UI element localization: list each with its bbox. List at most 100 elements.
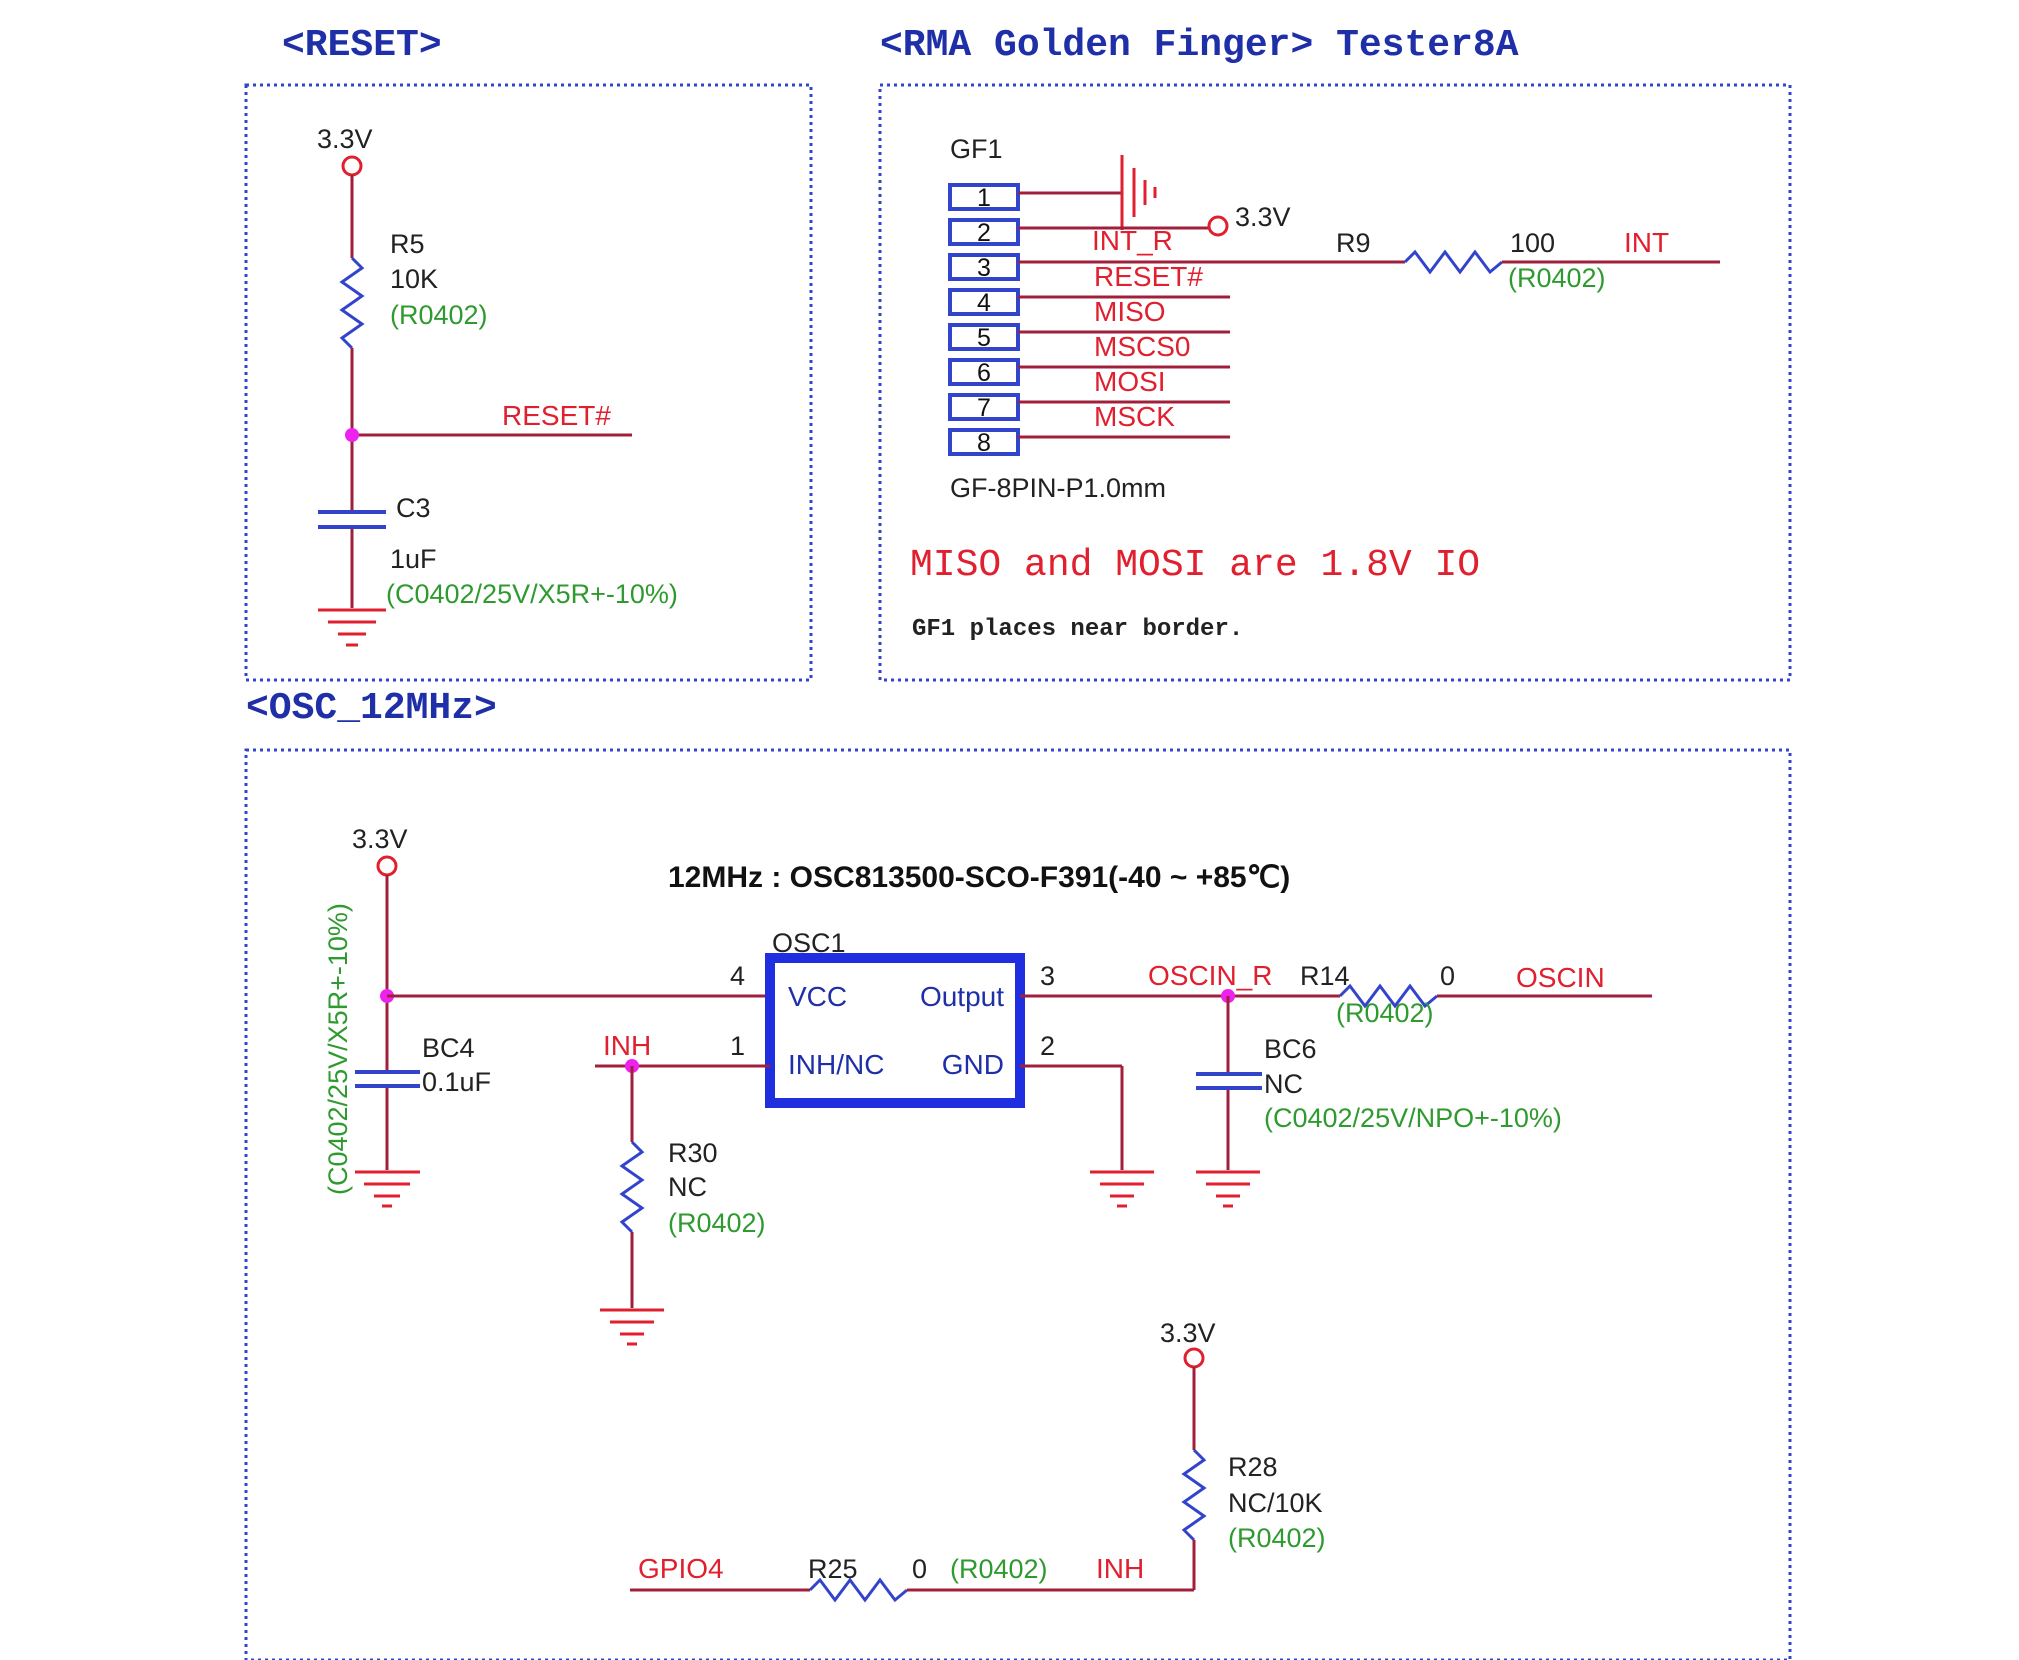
r14-value: 0 [1440,961,1455,991]
ground-icon [1196,1170,1260,1208]
gf1-pin-number: 7 [977,394,991,422]
osc1-chip [765,953,1025,1108]
r5-value: 10K [390,264,438,294]
r9-package: (R0402) [1508,263,1606,293]
r25-package: (R0402) [950,1554,1048,1584]
osc1-pin-gnd: GND [942,1049,1004,1080]
gf1-pin-box [948,428,1020,456]
r30-value: NC [668,1172,707,1202]
c3-package: (C0402/25V/X5R+-10%) [386,579,678,609]
mscs0-net-label: MSCS0 [1094,331,1190,362]
r14-resistor [1338,983,1438,1009]
reset-section: <RESET> 3.3V R5 10K (R0402) RESET# C3 1u… [244,24,813,682]
bc6-value: NC [1264,1069,1303,1099]
r25-ref: R25 [808,1554,858,1584]
r5-package: (R0402) [390,300,488,330]
bc4-value: 0.1uF [422,1067,491,1097]
c3-value: 1uF [390,544,437,574]
inh-bottom-net-label: INH [1096,1553,1144,1584]
r9-ref: R9 [1336,228,1371,258]
gf1-pin-box [948,183,1020,211]
ground-icon [318,608,386,647]
r14-ref: R14 [1300,961,1350,991]
r30-resistor [619,1140,645,1234]
r28-value: NC/10K [1228,1488,1323,1518]
r25-value: 0 [912,1554,927,1584]
gf1-pin-box [948,323,1020,351]
reset-section-title: <RESET> [282,24,442,67]
osc-power-symbol [376,855,398,877]
osc-power-label: 3.3V [352,824,408,854]
gf1-footprint: GF-8PIN-P1.0mm [950,473,1166,503]
r28-ref: R28 [1228,1452,1278,1482]
osc-section-title: <OSC_12MHz> [246,687,497,730]
osc1-pin-number-4: 4 [730,961,745,991]
gf1-connector: 1 2 3 4 5 6 7 8 [948,183,1020,457]
r9-resistor [1403,249,1503,275]
r5-resistor [339,256,365,350]
osc1-pin-number-3: 3 [1040,961,1055,991]
c3-ref: C3 [396,493,431,523]
osc-bottom-power-label: 3.3V [1160,1318,1216,1348]
r30-package: (R0402) [668,1208,766,1238]
osc1-pin-inh: INH/NC [788,1049,884,1080]
gf1-pin-number: 3 [977,254,991,282]
gf1-pin-box [948,393,1020,421]
reset-junction [345,428,359,442]
osc1-pin-output: Output [920,981,1004,1012]
bc6-ref: BC6 [1264,1034,1317,1064]
bc6-package: (C0402/25V/NPO+-10%) [1264,1103,1562,1133]
osc-section-border [244,748,1792,1660]
reset-power-symbol [341,155,363,177]
osc-section: <OSC_12MHz> 12MHz : OSC813500-SCO-F391(-… [244,687,1792,1660]
gf1-pin-number: 2 [977,219,991,247]
msck-net-label: MSCK [1094,401,1175,432]
gf1-pin-number: 6 [977,359,991,387]
gf1-pin-box [948,253,1020,281]
r14-package: (R0402) [1336,998,1434,1028]
gpio4-net-label: GPIO4 [638,1553,724,1584]
oscin-net-label: OSCIN [1516,962,1605,993]
r25-resistor [808,1577,908,1603]
gf1-pin-number: 1 [977,184,991,212]
rma-section: <RMA Golden Finger> Tester8A GF1 1 2 3 4… [878,24,1792,682]
placement-note: GF1 places near border. [912,616,1243,643]
reset-net-label: RESET# [1094,261,1203,292]
gf1-pin-box [948,218,1020,246]
osc1-pin-vcc: VCC [788,981,847,1012]
rma-power-label: 3.3V [1235,202,1291,232]
gf1-pin-number: 8 [977,429,991,457]
int-r-net-label: INT_R [1092,225,1173,256]
reset-net-label: RESET# [502,400,611,431]
osc1-pin-number-1: 1 [730,1031,745,1061]
bc4-ref: BC4 [422,1033,475,1063]
gf1-pin-box [948,358,1020,386]
inh-net-label: INH [603,1030,651,1061]
rma-section-border [878,83,1792,682]
gf1-pin-number: 4 [977,289,991,317]
rma-section-title: <RMA Golden Finger> Tester8A [880,24,1519,67]
bc4-package: (C0402/25V/X5R+-10%) [323,903,353,1195]
osc1-pin-number-2: 2 [1040,1031,1055,1061]
mosi-net-label: MOSI [1094,366,1166,397]
int-net-label: INT [1624,227,1669,258]
ground-icon [355,1170,420,1208]
r28-package: (R0402) [1228,1523,1326,1553]
gf1-pin-number: 5 [977,324,991,352]
gf1-ref: GF1 [950,134,1003,164]
r5-ref: R5 [390,229,425,259]
miso-net-label: MISO [1094,296,1166,327]
ground-icon [600,1308,664,1346]
r30-ref: R30 [668,1138,718,1168]
gf1-pin-box [948,288,1020,316]
reset-power-label: 3.3V [317,124,373,154]
voltage-note: MISO and MOSI are 1.8V IO [910,544,1480,587]
r28-resistor [1181,1448,1207,1542]
osc-bottom-power-symbol [1183,1347,1205,1369]
oscin-r-net-label: OSCIN_R [1148,960,1272,991]
osc-part-line: 12MHz : OSC813500-SCO-F391(-40 ~ +85℃) [668,861,1290,894]
reset-section-border [244,83,813,682]
chassis-ground-icon [1120,155,1157,230]
r9-value: 100 [1510,228,1555,258]
